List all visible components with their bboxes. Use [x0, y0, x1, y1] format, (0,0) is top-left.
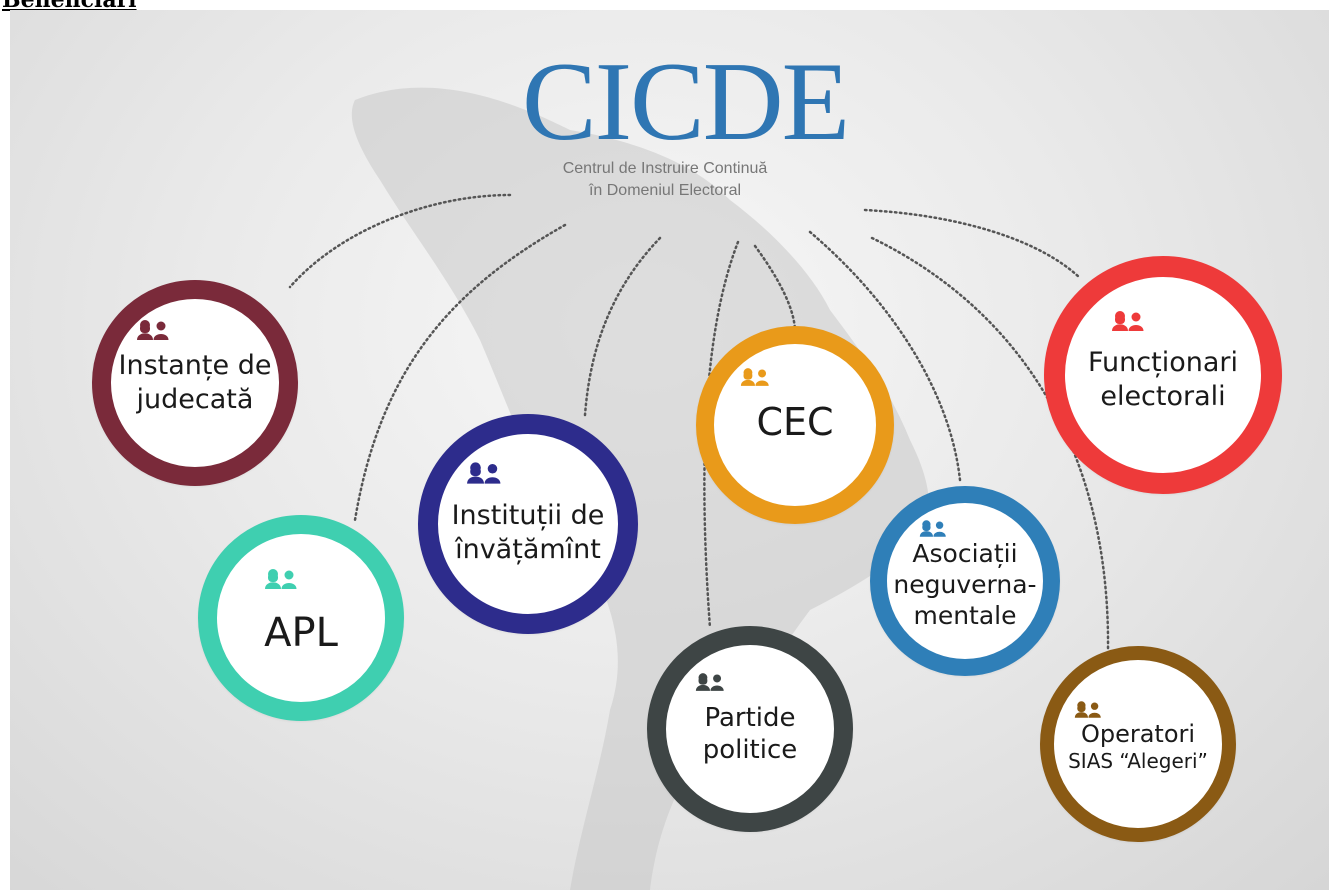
connector-functionari: [863, 208, 1082, 280]
people-icon: [919, 519, 946, 537]
node-operatori-line2: SIAS “Alegeri”: [1068, 749, 1208, 773]
node-operatori-line1: Operatori: [1080, 720, 1196, 748]
people-icon: [467, 462, 501, 484]
node-functionari: Funcționari electorali: [1044, 256, 1282, 494]
node-institutii-line1: Instituții de: [451, 500, 605, 532]
logo-title: CICDE: [522, 40, 850, 164]
node-institutii-line2: învățămînt: [455, 534, 601, 565]
node-partide-label: Partide politice: [703, 702, 798, 767]
moldova-silhouette: [351, 87, 929, 890]
logo-subtitle-line1: Centrul de Instruire Continuă: [562, 160, 768, 177]
connector-operatori: [870, 236, 1110, 652]
node-instante: Instanțe de judecată: [92, 280, 298, 486]
node-functionari-line2: electorali: [1100, 381, 1226, 412]
connector-apl: [353, 223, 567, 522]
connector-instante: [288, 193, 512, 289]
people-icon: [265, 569, 297, 589]
cicde-logo: CICDE Centrul de Instruire Continuă în D…: [520, 46, 880, 202]
node-operatori-label: Operatori SIAS “Alegeri”: [1068, 719, 1208, 774]
node-asociatii: Asociații neguverna- mentale: [870, 486, 1060, 676]
node-institutii-label: Instituții de învățămînt: [452, 499, 605, 567]
page-heading: Beneficiari: [2, 0, 137, 13]
node-asociatii-line3: mentale: [913, 601, 1017, 631]
node-functionari-line1: Funcționari: [1088, 347, 1238, 379]
node-instante-label: Instanțe de judecată: [119, 349, 272, 417]
logo-subtitle-line2: în Domeniul Electoral: [588, 182, 742, 199]
diagram-canvas: CICDE Centrul de Instruire Continuă în D…: [10, 10, 1329, 890]
node-asociatii-line1: Asociații: [912, 538, 1018, 568]
logo-subtitle: Centrul de Instruire Continuă în Domeniu…: [450, 158, 880, 202]
node-functionari-label: Funcționari electorali: [1088, 346, 1238, 414]
people-icon: [1074, 701, 1101, 718]
node-cec: CEC: [696, 326, 894, 524]
people-icon: [136, 320, 168, 341]
node-apl: APL: [198, 515, 404, 721]
node-cec-label: CEC: [756, 400, 834, 445]
people-icon: [695, 672, 724, 691]
node-operatori: Operatori SIAS “Alegeri”: [1040, 646, 1236, 842]
node-asociatii-line2: neguverna-: [893, 569, 1037, 599]
connector-institutii: [583, 236, 662, 417]
people-icon: [740, 368, 769, 387]
node-apl-label: APL: [264, 610, 338, 656]
node-asociatii-label: Asociații neguverna- mentale: [893, 538, 1036, 632]
node-partide-line1: Partide: [704, 702, 796, 733]
people-icon: [1112, 311, 1144, 332]
connector-asociatii: [808, 230, 962, 482]
node-instante-line2: judecată: [136, 384, 254, 415]
node-instante-line1: Instanțe de: [118, 350, 272, 382]
node-institutii: Instituții de învățămînt: [418, 414, 638, 634]
connector-cec: [753, 244, 797, 334]
node-partide-line2: politice: [702, 735, 798, 765]
node-partide: Partide politice: [647, 626, 853, 832]
